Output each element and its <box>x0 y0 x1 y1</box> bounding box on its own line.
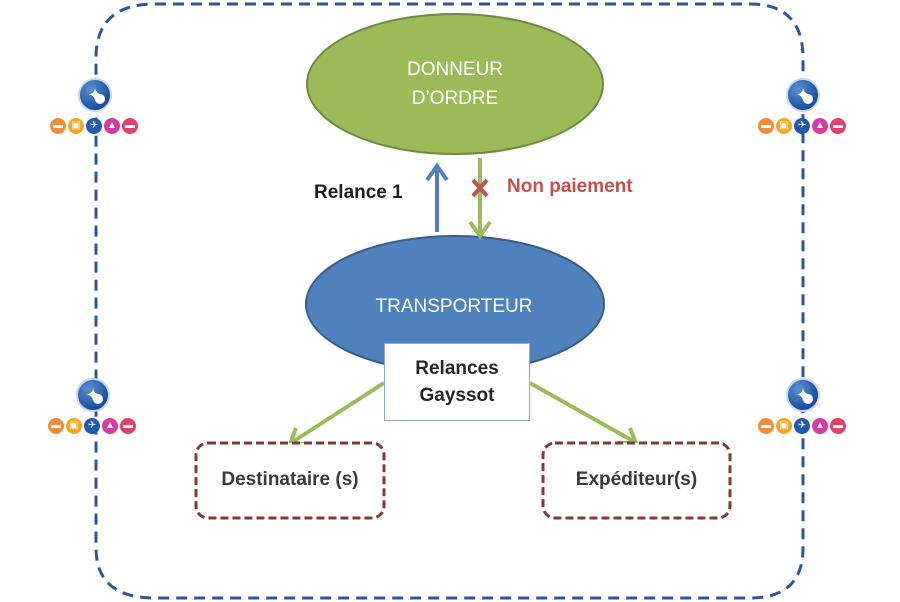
donneur-ordre-label: DONNEUR D’ORDRE <box>308 55 602 113</box>
van-icon: ▬ <box>830 118 846 134</box>
truck-icon: ▬ <box>48 418 64 434</box>
ship-icon: ▲ <box>812 118 828 134</box>
transport-icons-row: ▬ ▣ ✈ ▲ ▬ <box>758 118 846 134</box>
expediteur-box <box>541 441 732 520</box>
icon-cluster-bottom-right: ✦ ▬ ▣ ✈ ▲ ▬ <box>758 378 850 442</box>
ship-icon: ▲ <box>812 418 828 434</box>
relances-gayssot-line2: Gayssot <box>419 385 495 406</box>
bus-icon: ▣ <box>776 418 792 434</box>
non-paiement-label: Non paiement <box>507 176 633 197</box>
van-icon: ▬ <box>120 418 136 434</box>
truck-icon: ▬ <box>758 118 774 134</box>
expediteur-label: Expéditeur(s) <box>575 469 698 490</box>
bus-icon: ▣ <box>776 118 792 134</box>
bus-icon: ▣ <box>66 418 82 434</box>
truck-icon: ▬ <box>758 418 774 434</box>
relances-gayssot-box: Relances Gayssot <box>384 343 530 421</box>
transporteur-label: TRANSPORTEUR <box>375 296 533 317</box>
arrow-to-destinataire <box>287 381 386 446</box>
donneur-ordre-line2: D’ORDRE <box>411 88 499 109</box>
satellite-icon: ✦ <box>76 378 110 412</box>
icon-cluster-top-right: ✦ ▬ ▣ ✈ ▲ ▬ <box>758 78 850 142</box>
transport-icons-row: ▬ ▣ ✈ ▲ ▬ <box>758 418 846 434</box>
ship-icon: ▲ <box>104 118 120 134</box>
icon-cluster-bottom-left: ✦ ▬ ▣ ✈ ▲ ▬ <box>48 378 140 442</box>
plane-icon: ✈ <box>86 118 102 134</box>
plane-icon: ✈ <box>84 418 100 434</box>
relance1-label: Relance 1 <box>314 182 403 203</box>
transport-icons-row: ▬ ▣ ✈ ▲ ▬ <box>50 118 138 134</box>
cross-mark <box>471 178 489 198</box>
destinataire-box <box>194 441 386 520</box>
van-icon: ▬ <box>830 418 846 434</box>
relance1-arrow <box>425 162 449 232</box>
arrow-to-expediteur <box>529 381 639 445</box>
satellite-icon: ✦ <box>78 78 112 112</box>
plane-icon: ✈ <box>794 418 810 434</box>
bus-icon: ▣ <box>68 118 84 134</box>
destinataire-label: Destinataire (s) <box>221 469 359 490</box>
non-paiement-arrow <box>468 158 492 240</box>
satellite-icon: ✦ <box>786 378 820 412</box>
donneur-ordre-line1: DONNEUR <box>406 59 504 80</box>
plane-icon: ✈ <box>794 118 810 134</box>
dashed-frame <box>94 2 805 600</box>
truck-icon: ▬ <box>50 118 66 134</box>
relances-gayssot-line1: Relances <box>415 358 499 379</box>
donneur-ordre-ellipse <box>306 13 604 155</box>
transport-icons-row: ▬ ▣ ✈ ▲ ▬ <box>48 418 136 434</box>
icon-cluster-top-left: ✦ ▬ ▣ ✈ ▲ ▬ <box>50 78 142 142</box>
ship-icon: ▲ <box>102 418 118 434</box>
satellite-icon: ✦ <box>786 78 820 112</box>
van-icon: ▬ <box>122 118 138 134</box>
